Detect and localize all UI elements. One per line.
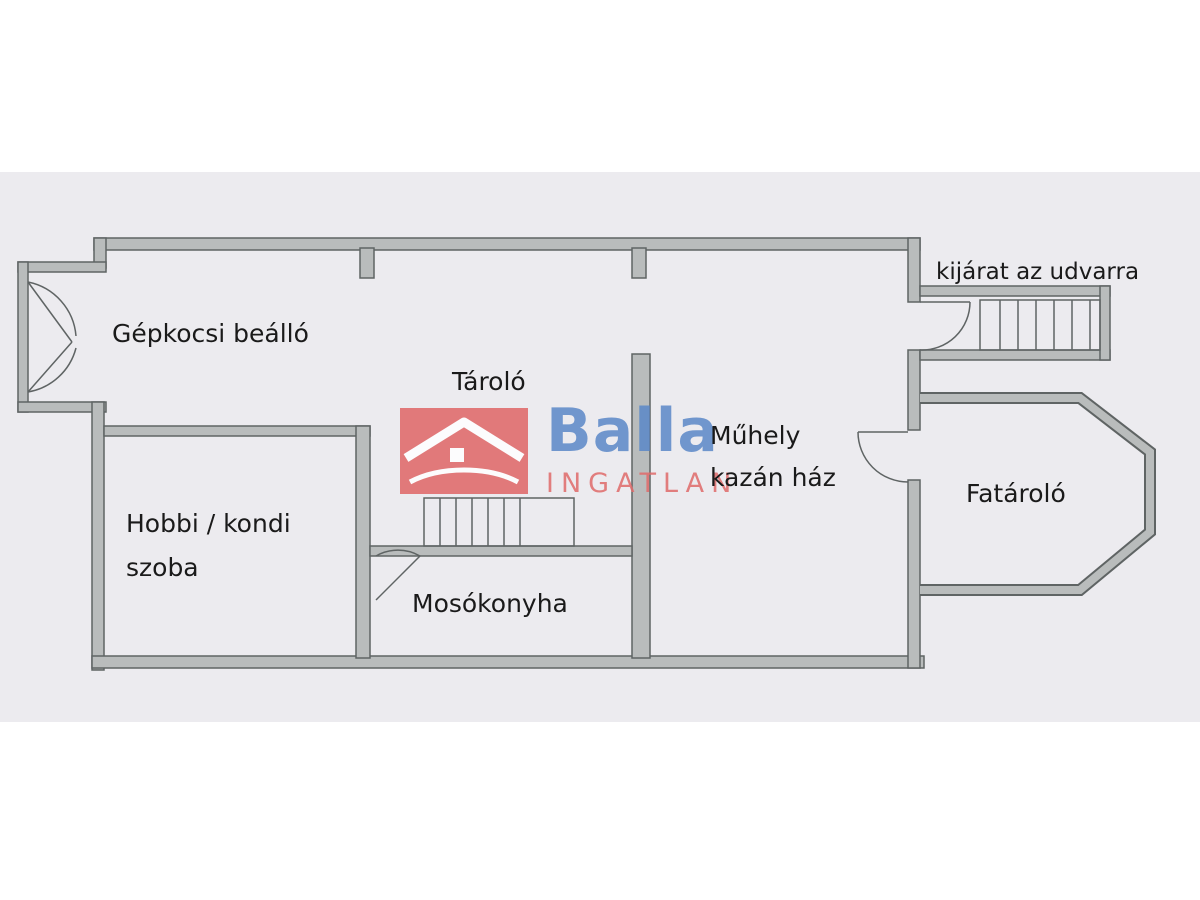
- wall-hobby-right: [355, 425, 371, 659]
- watermark-word-balla: Balla: [546, 396, 719, 466]
- garage-door-lower: [27, 341, 73, 393]
- room-label-woodshed: Fatároló: [966, 479, 1066, 508]
- room-label-garage: Gépkocsi beálló: [112, 319, 309, 348]
- wall-bottom: [91, 655, 925, 669]
- room-label-workshop-line1: Műhely: [710, 421, 801, 450]
- pilaster-2: [631, 247, 647, 279]
- watermark-word-ingatlan: INGATLAN: [546, 468, 739, 499]
- room-label-hobby-line2: szoba: [126, 553, 199, 582]
- wall-right-middle: [907, 349, 921, 431]
- room-label-workshop-line2: kazán ház: [710, 463, 836, 492]
- wall-top: [93, 237, 921, 251]
- interior-stairs: [423, 497, 575, 547]
- garage-door-upper: [27, 281, 73, 343]
- wall-right-upper: [907, 237, 921, 303]
- room-label-laundry: Mosókonyha: [412, 589, 568, 618]
- wall-central: [631, 353, 651, 659]
- wall-right-lower: [907, 479, 921, 669]
- wall-left-entry-side: [17, 261, 29, 413]
- wall-left-lower: [91, 401, 105, 671]
- pilaster-1: [359, 247, 375, 279]
- wall-left-entry-top: [17, 261, 107, 273]
- wall-exit-bottom: [919, 349, 1111, 361]
- doors: [27, 281, 971, 601]
- wall-hobby-top: [103, 425, 371, 437]
- wall-exit-end: [1099, 285, 1111, 361]
- room-label-hobby-line1: Hobbi / kondi: [126, 509, 291, 538]
- floor-plan-sheet: [0, 172, 1200, 722]
- watermark-logo: Balla INGATLAN: [400, 396, 800, 502]
- room-label-storage: Tároló: [452, 367, 526, 396]
- wall-left-entry-bottom: [17, 401, 107, 413]
- laundry-door: [375, 555, 421, 601]
- house-roof-icon: [400, 408, 528, 494]
- exit-stairs: [979, 299, 1101, 351]
- room-label-yard-exit: kijárat az udvarra: [936, 259, 1140, 285]
